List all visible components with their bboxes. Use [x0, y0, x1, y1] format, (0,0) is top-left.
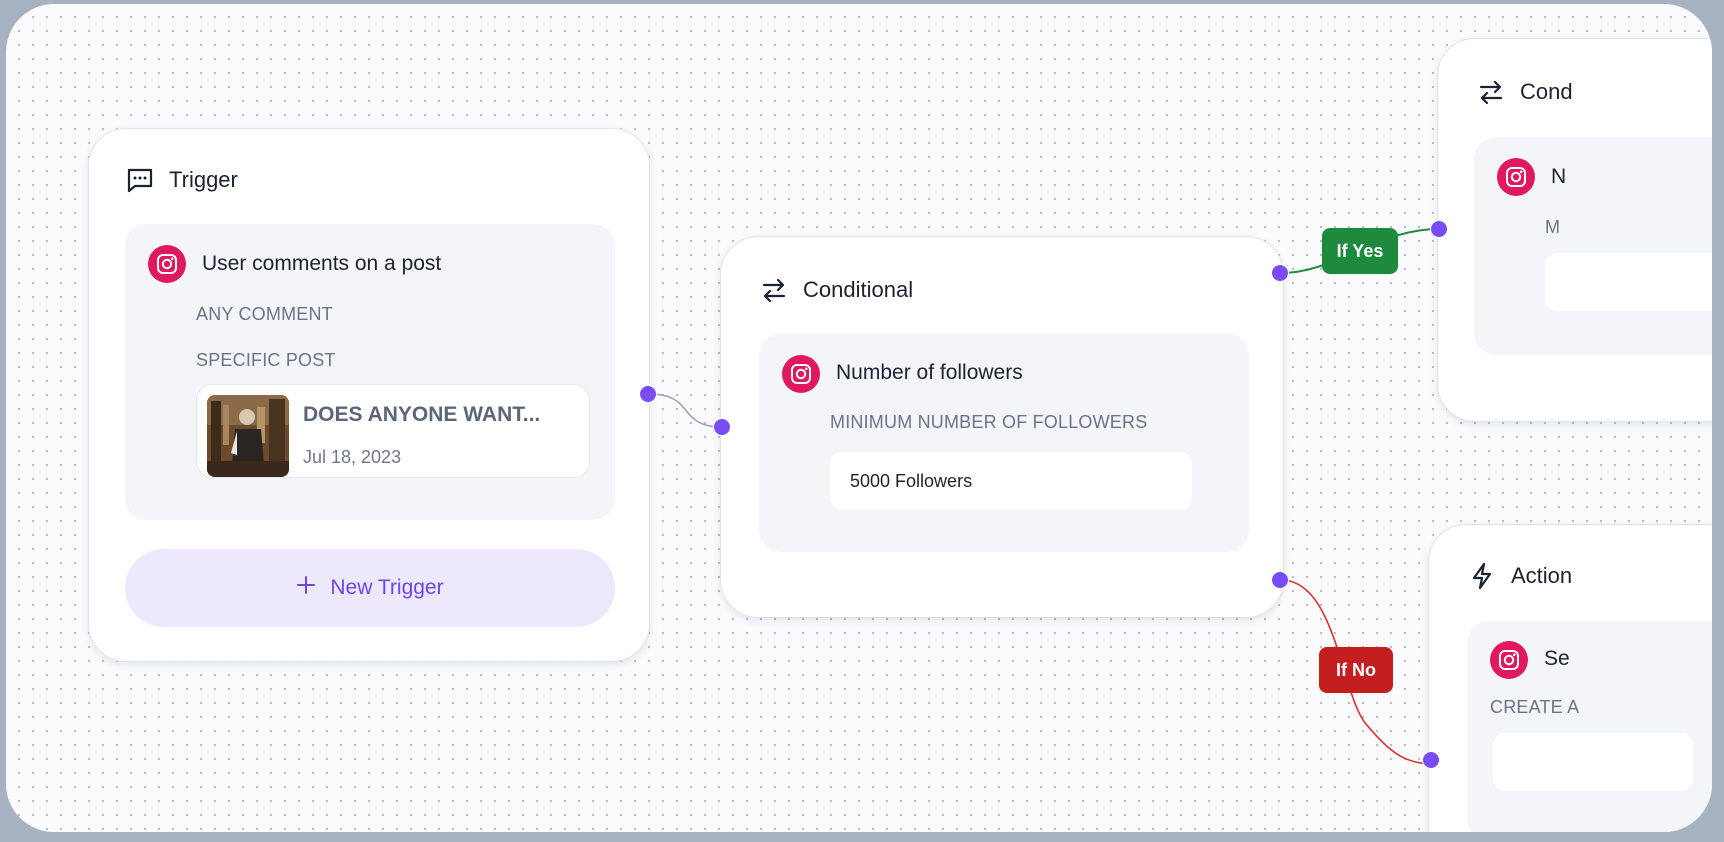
swap-arrows-icon — [1476, 77, 1506, 107]
instagram-icon — [1497, 158, 1535, 196]
conditional-card-2-header: Cond — [1476, 77, 1573, 107]
new-trigger-label: New Trigger — [330, 576, 444, 599]
instagram-icon — [1490, 641, 1528, 679]
conditional-card-2-title: Cond — [1520, 79, 1573, 104]
trigger-card[interactable]: Trigger User comments on a post ANY COMM… — [88, 128, 650, 662]
action-item-caption: CREATE A — [1490, 697, 1580, 717]
conditional-item-title: Number of followers — [836, 361, 1023, 384]
lightning-icon — [1467, 561, 1497, 591]
action-card-header: Action — [1467, 561, 1572, 591]
selected-post-card[interactable]: DOES ANYONE WANT... Jul 18, 2023 — [196, 384, 590, 478]
conditional-card-2[interactable]: Cond N M — [1437, 38, 1712, 422]
action-card-panel[interactable]: Se CREATE A — [1467, 621, 1712, 832]
edge-trigger-to-conditional — [648, 393, 724, 428]
min-followers-field[interactable]: 5000 Followers — [830, 452, 1192, 510]
action-card[interactable]: Action Se CREATE A — [1428, 524, 1712, 832]
trigger-output-handle[interactable] — [639, 385, 657, 403]
if-no-badge[interactable]: If No — [1319, 647, 1393, 693]
conditional-2-input-handle[interactable] — [1430, 220, 1448, 238]
action-item-field[interactable] — [1493, 733, 1693, 791]
conditional-card-2-item-title: N — [1551, 165, 1567, 188]
flow-canvas[interactable]: Trigger User comments on a post ANY COMM… — [6, 4, 1712, 832]
conditional-card[interactable]: Conditional Number of followers MINIMUM … — [720, 236, 1284, 618]
conditional-item-panel[interactable]: Number of followers MINIMUM NUMBER OF FO… — [759, 334, 1249, 552]
conditional-card-2-panel[interactable]: N M — [1474, 137, 1712, 355]
action-card-title: Action — [1511, 563, 1573, 588]
min-followers-label: MINIMUM NUMBER OF FOLLOWERS — [830, 412, 1148, 432]
conditional-card-title: Conditional — [803, 277, 914, 302]
conditional-no-handle[interactable] — [1271, 571, 1289, 589]
specific-post-label: SPECIFIC POST — [196, 350, 336, 370]
trigger-item-title: User comments on a post — [202, 252, 442, 275]
comment-icon — [125, 165, 155, 195]
instagram-icon — [148, 245, 186, 283]
swap-arrows-icon — [759, 275, 789, 305]
new-trigger-button[interactable]: New Trigger — [125, 549, 615, 627]
trigger-card-header: Trigger — [125, 165, 238, 195]
action-item-title: Se — [1544, 647, 1570, 670]
post-title: DOES ANYONE WANT... — [303, 403, 541, 426]
conditional-yes-handle[interactable] — [1271, 264, 1289, 282]
action-input-handle[interactable] — [1422, 751, 1440, 769]
if-yes-badge[interactable]: If Yes — [1322, 228, 1398, 274]
trigger-card-title: Trigger — [169, 167, 238, 192]
plus-icon — [296, 575, 316, 601]
edge-if-no — [1280, 579, 1435, 765]
instagram-icon — [782, 355, 820, 393]
conditional-card-2-field[interactable] — [1545, 253, 1712, 311]
conditional-input-handle[interactable] — [713, 418, 731, 436]
post-thumbnail-image — [207, 395, 289, 477]
conditional-card-header: Conditional — [759, 275, 913, 305]
trigger-item-panel[interactable]: User comments on a post ANY COMMENT SPEC… — [125, 224, 615, 520]
conditional-card-2-caption: M — [1545, 217, 1561, 237]
any-comment-label: ANY COMMENT — [196, 304, 333, 324]
post-date: Jul 18, 2023 — [303, 447, 402, 467]
